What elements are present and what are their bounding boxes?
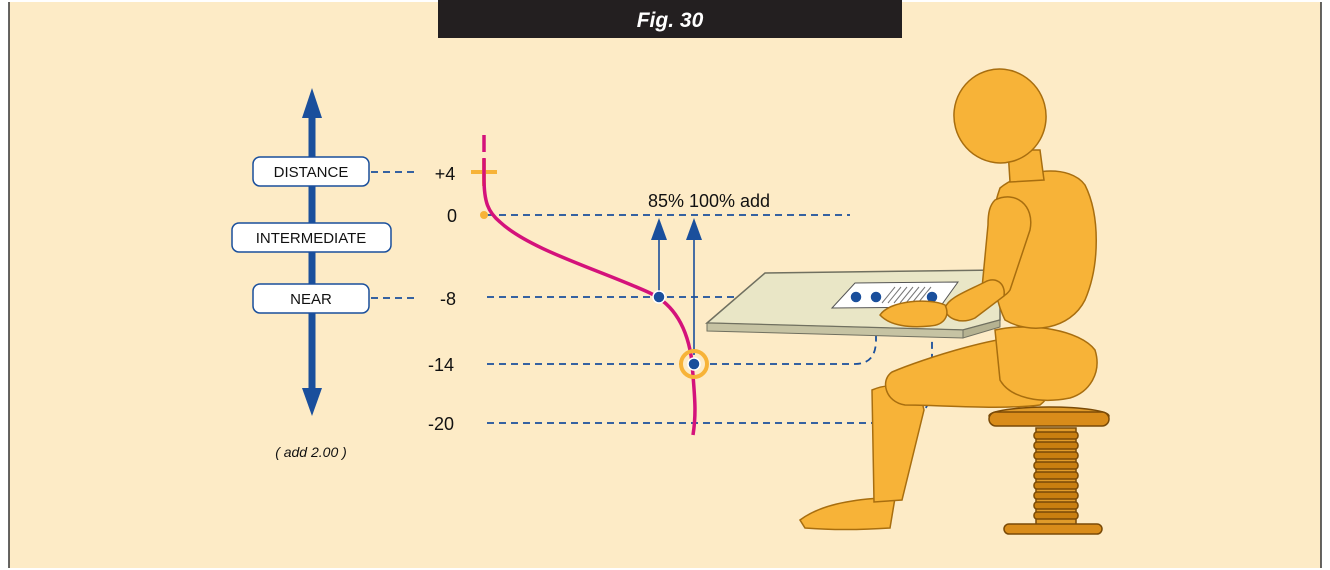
doc-point-1 xyxy=(849,290,863,304)
scale-minus20: -20 xyxy=(428,414,454,434)
scale-plus4: +4 xyxy=(435,164,456,184)
scale-zero: 0 xyxy=(447,206,457,226)
figure-title: Fig. 30 xyxy=(637,9,704,32)
figure-head xyxy=(953,68,1047,164)
zone-intermediate: INTERMEDIATE xyxy=(231,222,392,253)
add-note: ( add 2.00 ) xyxy=(275,444,347,460)
point-minus14 xyxy=(687,357,701,371)
stool xyxy=(988,406,1110,535)
figure-pelvis xyxy=(994,326,1098,401)
title-bar xyxy=(438,0,902,38)
line-minus14-right xyxy=(710,305,877,365)
figure-hand xyxy=(879,300,948,328)
figure-forearm xyxy=(944,279,1005,322)
zone-near: NEAR xyxy=(252,283,370,314)
figure-panel xyxy=(9,2,1321,568)
arrow-100-percent xyxy=(686,218,702,355)
zone-near-label: NEAR xyxy=(290,291,332,308)
scale-minus8: -8 xyxy=(440,289,456,309)
zone-distance-label: DISTANCE xyxy=(274,164,349,181)
zone-distance: DISTANCE xyxy=(252,156,370,187)
arrow-85-percent xyxy=(651,218,667,296)
zero-dot xyxy=(480,211,488,219)
figure-foot xyxy=(798,497,896,531)
scale-minus14: -14 xyxy=(428,355,454,375)
add-label: 85% 100% add xyxy=(648,191,770,211)
point-minus8 xyxy=(652,290,666,304)
doc-point-2 xyxy=(869,290,883,304)
seated-figure xyxy=(798,68,1098,531)
zone-intermediate-label: INTERMEDIATE xyxy=(256,230,367,247)
point-minus14-ring xyxy=(679,349,709,379)
